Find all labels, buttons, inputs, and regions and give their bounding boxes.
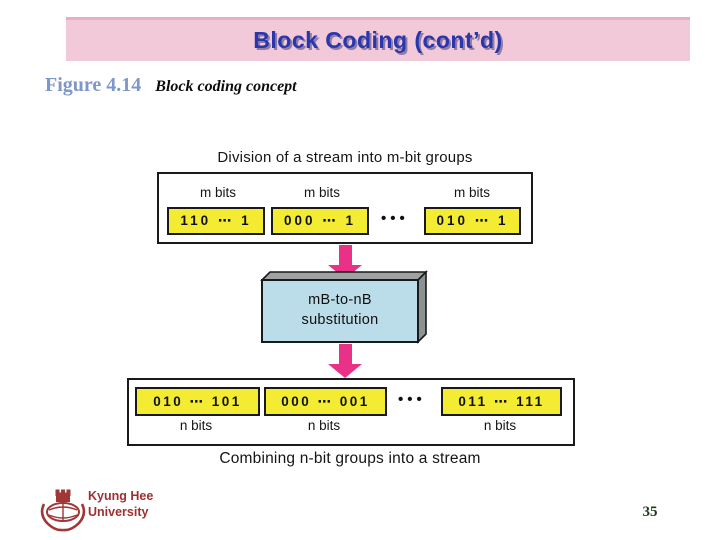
m-bit-group-2: 000 ⋯ 1: [271, 207, 369, 235]
n-bits-label-1: n bits: [179, 418, 213, 433]
arrow-head: [328, 364, 362, 378]
m-bit-group-3: 010 ⋯ 1: [424, 207, 521, 235]
institution-line2: University: [88, 504, 149, 519]
down-arrow-bottom: [328, 344, 362, 378]
division-caption: Division of a stream into m-bit groups: [217, 149, 473, 166]
m-bits-label-1: m bits: [199, 185, 236, 200]
slide-title: Block Coding (cont’d): [253, 27, 503, 53]
n-bit-group-2: 000 ⋯ 001: [264, 387, 387, 416]
figure-title: Block coding concept: [155, 78, 297, 95]
logo-castle-base: [56, 496, 70, 502]
m-bits-label-2: m bits: [303, 185, 340, 200]
logo-globe-lines: [48, 503, 78, 521]
n-bit-group-3: 011 ⋯ 111: [441, 387, 562, 416]
arrow-shaft: [338, 245, 352, 265]
substitution-box-label: mB-to-nB substitution: [262, 280, 418, 342]
box-top-face: [260, 271, 428, 281]
institution-line1: Kyung Hee: [88, 489, 154, 503]
institution-name: Kyung Hee University: [88, 489, 153, 520]
box-front-face: [261, 279, 419, 343]
m-bit-stream-box: m bits m bits m bits 110 ⋯ 1 000 ⋯ 1 •••…: [157, 172, 533, 244]
substitution-box-3d: [260, 270, 428, 344]
university-logo: [40, 489, 86, 532]
box-right-face: [417, 270, 427, 344]
logo-wreath-left: [40, 503, 64, 532]
combining-caption: Combining n-bit groups into a stream: [219, 450, 481, 467]
m-bits-label-3: m bits: [453, 185, 490, 200]
n-bits-label-3: n bits: [483, 418, 517, 433]
logo-castle: [55, 489, 71, 496]
arrow-shaft: [338, 344, 352, 364]
m-bit-group-1: 110 ⋯ 1: [167, 207, 265, 235]
ellipsis-dots-bottom: •••: [398, 391, 426, 408]
n-bit-stream-box: 010 ⋯ 101 000 ⋯ 001 ••• 011 ⋯ 111 n bits…: [127, 378, 575, 446]
substitution-line1: mB-to-nB: [308, 292, 372, 309]
n-bit-group-1: 010 ⋯ 101: [135, 387, 260, 416]
logo-wreath-right: [62, 503, 86, 532]
page-number: 35: [642, 504, 658, 520]
ellipsis-dots-top: •••: [381, 210, 409, 227]
figure-number: Figure 4.14: [45, 74, 142, 96]
header-banner: Block Coding (cont’d): [66, 17, 690, 61]
figure-caption-line: Figure 4.14 Block coding concept: [45, 74, 297, 97]
n-bits-label-2: n bits: [307, 418, 341, 433]
substitution-line2: substitution: [301, 312, 379, 328]
